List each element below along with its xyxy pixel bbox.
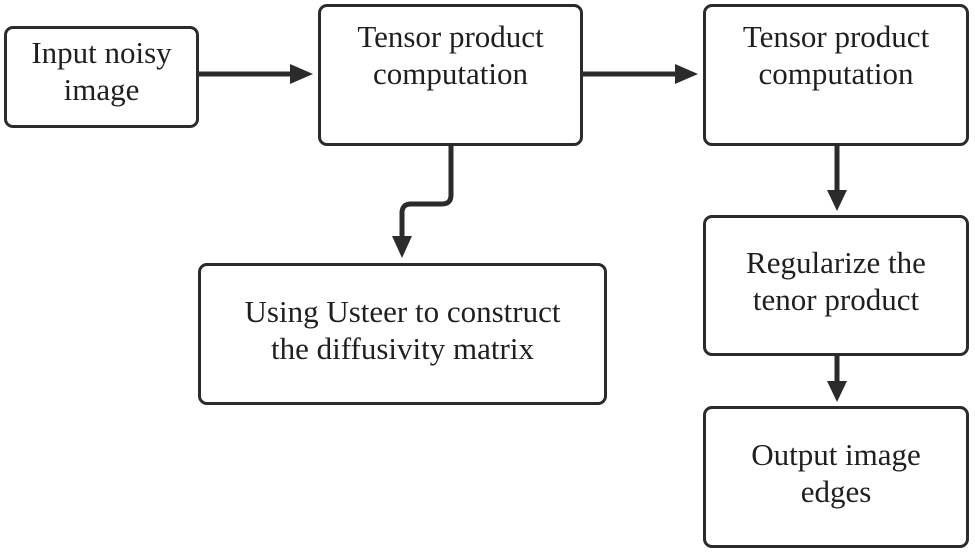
node-tensor-product-computation-2: Tensor product computation xyxy=(703,4,969,146)
node-usteer-diffusivity-matrix: Using Usteer to construct the diffusivit… xyxy=(198,263,607,405)
node-tensor-product-computation-2-label: Tensor product computation xyxy=(742,19,930,91)
edge-regularize-to-output xyxy=(827,356,847,402)
node-tensor-product-computation-1-label: Tensor product computation xyxy=(357,19,544,91)
node-tensor-product-computation-1: Tensor product computation xyxy=(318,4,583,146)
edge-tensor1-to-usteer xyxy=(392,146,454,258)
node-usteer-diffusivity-matrix-label: Using Usteer to construct the diffusivit… xyxy=(244,294,561,366)
node-input-noisy-image: Input noisy image xyxy=(4,26,199,128)
node-output-image-edges: Output image edges xyxy=(703,406,969,548)
edge-input-to-tensor1 xyxy=(199,64,313,84)
node-regularize-tensor-product: Regularize the tenor product xyxy=(703,215,969,356)
node-output-image-edges-label: Output image edges xyxy=(751,437,921,509)
node-regularize-tensor-product-label: Regularize the tenor product xyxy=(746,244,926,317)
node-input-noisy-image-label: Input noisy image xyxy=(31,35,172,107)
edge-tensor1-to-tensor2 xyxy=(583,64,698,84)
edge-tensor2-to-regularize xyxy=(827,146,847,211)
